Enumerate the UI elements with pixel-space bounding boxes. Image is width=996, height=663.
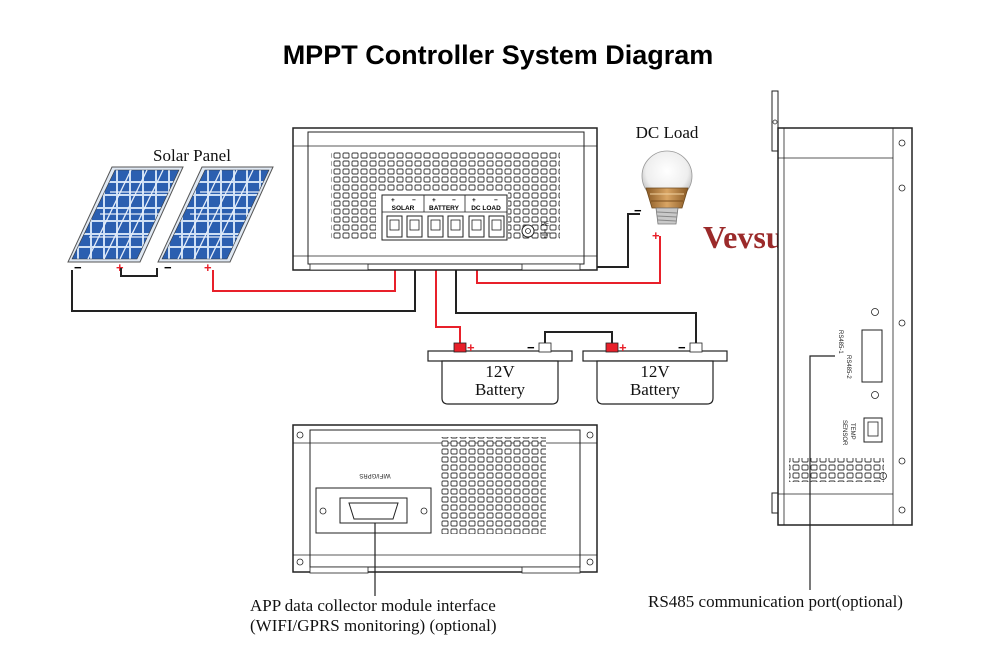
terminal-label-solar: SOLAR: [392, 205, 415, 212]
terminal-label-dc-load: DC LOAD: [471, 205, 501, 212]
temp-sensor-port: TEMP SENSOR: [841, 417, 883, 446]
svg-text:+: +: [391, 197, 395, 204]
battery-link-wire: [544, 331, 613, 345]
rs485-port: RS485-1 RS485-2: [837, 329, 883, 383]
pe-label: PE: [541, 222, 549, 228]
svg-text:−: −: [452, 197, 456, 204]
solar-panel-label: Solar Panel: [153, 146, 231, 165]
controller-front: + − + − + − SOLAR BATTERY DC LOAD: [292, 127, 598, 271]
rear-fan-vent: [440, 437, 546, 534]
panel2-plus: +: [204, 260, 212, 275]
controller-side: RS485-1 RS485-2 TEMP SENSOR: [771, 90, 913, 526]
battery-1-name: Battery: [475, 380, 526, 399]
battery-1: + − 12V Battery: [427, 340, 573, 405]
panel2-minus: −: [164, 260, 172, 275]
rs485-leader-line: [809, 355, 835, 590]
wifi-port-label: WIFI/GPRS: [359, 472, 390, 478]
battery-1-plus-mark: +: [467, 340, 475, 355]
battery-2-minus-mark: −: [678, 340, 686, 355]
rs485-caption: RS485 communication port(optional): [648, 592, 903, 611]
load-minus-mark: −: [634, 203, 642, 218]
solar-negative-wire: [71, 236, 416, 312]
pe-ground: PE: [521, 222, 550, 238]
solar-panels: Solar Panel: [67, 146, 274, 275]
ground-icon: [540, 229, 550, 238]
rs485-2-label: RS485-2: [845, 355, 851, 379]
load-plus-mark: +: [652, 228, 660, 243]
battery-1-minus-mark: −: [527, 340, 535, 355]
dc-load: DC Load − +: [634, 123, 699, 243]
bulb-icon: [641, 150, 693, 225]
controller-vent: [331, 152, 560, 192]
battery-negative-wire: [455, 236, 697, 345]
panel1-minus: −: [74, 260, 82, 275]
terminal-solar-minus: [406, 215, 423, 238]
app-caption-line1: APP data collector module interface: [250, 596, 496, 615]
battery-1-voltage: 12V: [485, 362, 515, 381]
svg-text:−: −: [412, 197, 416, 204]
solar-panel-2: [157, 166, 274, 263]
battery-1-positive-post: [453, 342, 467, 353]
battery-2: + − 12V Battery: [582, 340, 728, 405]
app-caption-line2: (WIFI/GPRS monitoring) (optional): [250, 616, 496, 635]
battery-2-positive-post: [605, 342, 619, 353]
temp-label-2: SENSOR: [841, 420, 847, 446]
battery-2-voltage: 12V: [640, 362, 670, 381]
svg-text:+: +: [432, 197, 436, 204]
controller-rear: WIFI/GPRS: [292, 424, 598, 574]
battery-2-name: Battery: [630, 380, 681, 399]
solar-panel-1: [67, 166, 184, 263]
dc-load-label: DC Load: [636, 123, 699, 142]
terminal-battery-plus: [427, 215, 444, 238]
rs485-1-label: RS485-1: [837, 330, 843, 354]
svg-text:+: +: [472, 197, 476, 204]
terminal-label-battery: BATTERY: [429, 205, 460, 212]
battery-positive-wire: [435, 236, 461, 345]
svg-text:−: −: [494, 197, 498, 204]
battery-1-negative-post: [538, 342, 552, 353]
terminal-battery-minus: [447, 215, 464, 238]
terminal-load-minus: [488, 215, 505, 238]
terminal-solar-plus: [386, 215, 403, 238]
side-vent: [789, 458, 884, 482]
terminal-load-plus: [468, 215, 485, 238]
db9-connector-icon: [348, 502, 399, 520]
battery-2-plus-mark: +: [619, 340, 627, 355]
panel-series-wire: [120, 268, 158, 277]
temp-label-1: TEMP: [849, 423, 855, 440]
wifi-port: WIFI/GPRS: [315, 472, 432, 534]
battery-2-negative-post: [689, 342, 703, 353]
diagram-title: MPPT Controller System Diagram: [283, 40, 714, 70]
panel1-plus: +: [116, 260, 124, 275]
terminal-block: + − + − + − SOLAR BATTERY DC LOAD: [381, 194, 508, 241]
controller-vent-left: [331, 192, 376, 240]
